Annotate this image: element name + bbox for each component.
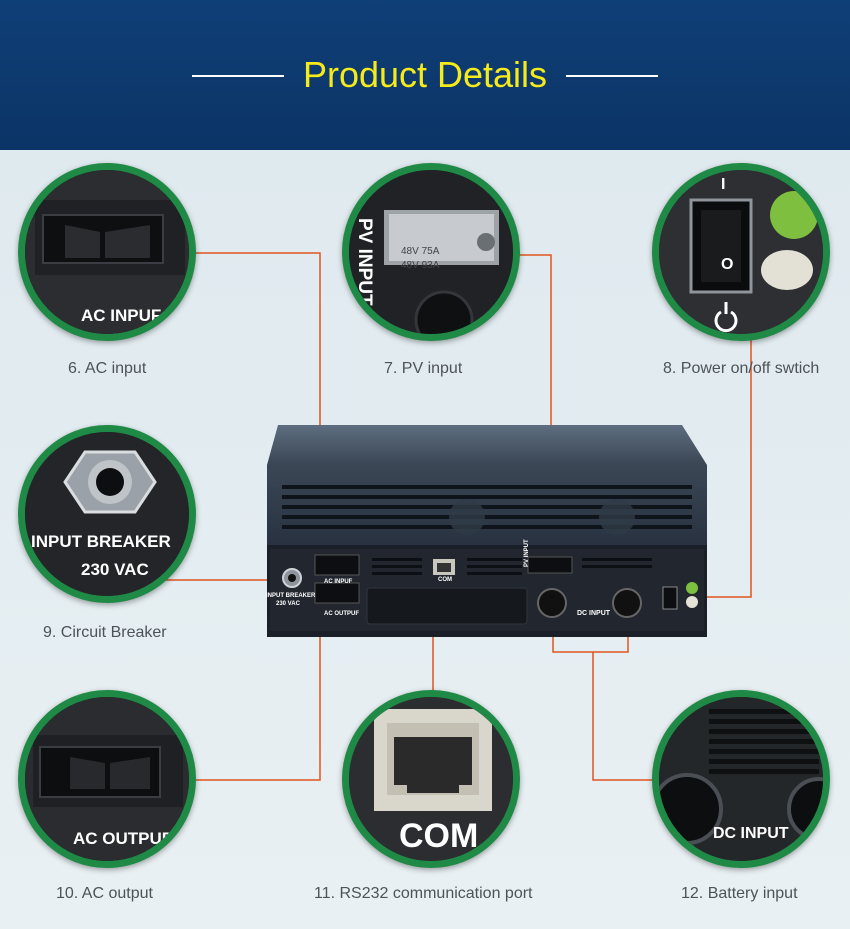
page-title: Product Details <box>302 54 548 95</box>
caption-ac-input: 6. AC input <box>68 360 147 377</box>
inverter-device: AC INPUF AC OUTPUF COM PV INPUT DC INPUT… <box>262 425 712 637</box>
power-switch-on-mark: I <box>721 176 726 193</box>
ac-output-photo-label: AC OUTPUF <box>73 829 173 848</box>
breaker-photo-label-1: INPUT BREAKER <box>31 532 171 551</box>
dc-input-photo <box>659 697 823 861</box>
device-ac-input-label: AC INPUF <box>324 579 353 585</box>
caption-pv-input: 7. PV input <box>384 360 463 377</box>
breaker-photo-label-2: 230 VAC <box>81 560 149 579</box>
detail-circle-ac-input: AC INPUF <box>18 163 196 341</box>
title-rule-right <box>566 75 658 77</box>
inverter-illustration <box>267 425 707 637</box>
device-breaker-label-1: INPUT BREAKER <box>266 593 316 599</box>
caption-circuit-breaker: 9. Circuit Breaker <box>43 624 167 641</box>
com-port-photo <box>349 697 513 861</box>
device-com-label: COM <box>438 577 452 583</box>
caption-dc-input: 12. Battery input <box>681 885 798 902</box>
detail-circle-circuit-breaker: INPUT BREAKER 230 VAC <box>18 425 196 603</box>
power-switch-photo <box>659 170 823 334</box>
caption-ac-output: 10. AC output <box>56 885 153 902</box>
detail-circle-pv-input: PV INPUT 48V 75A 48V 93A <box>342 163 520 341</box>
caption-power-switch: 8. Power on/off swtich <box>663 360 820 377</box>
power-switch-off-mark: O <box>721 256 734 273</box>
detail-circle-dc-input: DC INPUT <box>652 690 830 868</box>
device-ac-output-label: AC OUTPUF <box>324 611 359 617</box>
ac-input-photo-label: AC INPUF <box>81 306 162 325</box>
device-pv-input-label: PV INPUT <box>524 539 530 567</box>
device-dc-input-label: DC INPUT <box>577 610 611 617</box>
pv-input-photo-label: PV INPUT <box>354 218 375 306</box>
detail-circle-power-switch: I O <box>652 163 830 341</box>
title-rule-left <box>192 75 284 77</box>
detail-circle-com: COM <box>342 690 520 868</box>
ac-output-photo <box>25 697 189 861</box>
com-photo-label: COM <box>399 817 479 855</box>
ac-input-photo <box>25 170 189 334</box>
device-breaker-label-2: 230 VAC <box>276 601 300 607</box>
connector-dc-input-down <box>592 652 656 781</box>
circuit-breaker-photo <box>25 432 189 596</box>
caption-com: 11. RS232 communication port <box>314 885 533 902</box>
pv-input-rating-2: 48V 93A <box>401 260 440 271</box>
dc-input-photo-label: DC INPUT <box>713 825 789 842</box>
pv-input-rating-1: 48V 75A <box>401 246 440 257</box>
pv-input-photo <box>349 170 513 334</box>
detail-circle-ac-output: AC OUTPUF <box>18 690 196 868</box>
header-banner: Product Details <box>0 0 850 150</box>
